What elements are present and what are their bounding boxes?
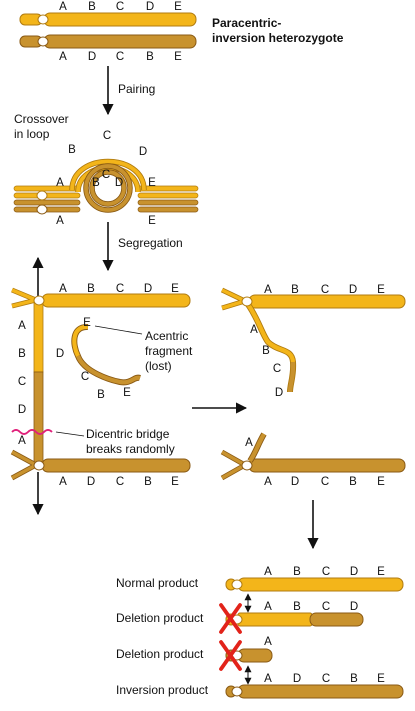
top-inv-gene-a: A [59,51,67,63]
normal-product-label: Normal product [116,576,199,590]
top-gene-d: D [146,1,154,13]
inv-gene-d: D [293,673,301,685]
del1-gene-b: B [293,601,301,613]
bridge-gene-a-lower: A [18,435,26,447]
del1-gene-a: A [264,601,272,613]
meiotic-products: Normal product A B C D E Deletion produc… [116,566,404,699]
del2-gene-a: A [264,636,272,648]
bridge-gene-b: B [18,348,26,360]
normal-gene-e: E [377,566,385,578]
bridge-label-line-1: Dicentric bridge [86,427,170,441]
acentric-gene-e-bottom: E [123,387,131,399]
acentric-gene-d: D [56,348,64,360]
loop-gene-e: E [148,177,156,189]
ana-top-gene-b: B [87,283,95,295]
acentric-leader [94,325,143,335]
heterozygote-pair: A B C D E A D C B E Paracentric- inversi… [19,1,344,63]
acentric-label-line-3: (lost) [145,359,172,373]
segregation-label: Segregation [118,236,183,250]
right-top-gene-e: E [377,284,385,296]
right-bot-gene-b: B [349,476,357,488]
top-gene-a: A [59,1,67,13]
inv-gene-b: B [350,673,358,685]
right-stub-gene-a: A [245,437,253,449]
normal-gene-d: D [350,566,358,578]
ana-bot-gene-a: A [59,476,67,488]
top-inv-gene-c: C [116,51,124,63]
top-gene-b: B [88,1,96,13]
loop-gene-c: C [103,130,111,142]
loop-gene-e-bottom: E [148,215,156,227]
inverted-chromosome [19,34,197,49]
loop-inner-gene-d: D [115,177,123,189]
right-tail-gene-a: A [250,324,258,336]
right-top-gene-a: A [264,284,272,296]
pairing-label: Pairing [118,82,155,96]
bridge-label-line-2: breaks randomly [86,442,175,456]
normal-gene-c: C [322,566,330,578]
inversion-product-label: Inversion product [116,683,209,697]
inv-gene-a: A [264,673,272,685]
top-inv-gene-e: E [174,51,182,63]
bridge-gene-d: D [18,404,26,416]
ana-top-gene-d: D [144,283,152,295]
ana-bot-gene-c: C [116,476,124,488]
loop-label-line-1: Crossover [14,112,69,126]
normal-chromosome [19,12,197,27]
ana-top-gene-e: E [171,283,179,295]
break-line [11,429,53,435]
inv-gene-e: E [377,673,385,685]
title-line-1: Paracentric- [212,16,281,30]
acentric-label-line-2: fragment [145,344,193,358]
loop-gene-d: D [139,146,147,158]
anaphase-panel: A B C D E A B C D A A D C B E E D C B E [10,256,193,516]
loop-inner-gene-c: C [102,169,110,181]
right-bot-gene-d: D [291,476,299,488]
normal-gene-a: A [264,566,272,578]
ana-top-gene-c: C [116,283,124,295]
loop-label-line-2: in loop [14,127,50,141]
acentric-gene-c: C [81,371,89,383]
loop-inner-gene-b: B [92,177,100,189]
right-bot-gene-a: A [264,476,272,488]
loop-gene-a-top: A [56,177,64,189]
ana-bot-gene-d: D [87,476,95,488]
del1-gene-d: D [350,601,358,613]
del1-gene-c: C [322,601,330,613]
cross-mark-icon [219,603,242,634]
acentric-label-line-1: Acentric [145,329,188,343]
acentric-gene-b: B [97,389,105,401]
right-bot-gene-e: E [377,476,385,488]
right-top-gene-c: C [321,284,329,296]
deletion-product-1-label: Deletion product [116,611,204,625]
acentric-fragment: E D C B E Acentric fragment (lost) [56,317,193,401]
acentric-gene-e-top: E [83,317,91,329]
ana-bot-gene-b: B [144,476,152,488]
loop-gene-a-bottom: A [56,215,64,227]
cross-mark-icon [219,640,242,671]
top-gene-e: E [174,1,182,13]
bridge-gene-a: A [18,320,26,332]
crossover-loop: Crossover in loop A B C D E B C D A E [13,112,199,227]
loop-gene-b: B [68,144,76,156]
inv-gene-c: C [322,673,330,685]
top-inv-gene-d: D [88,51,96,63]
right-tail-gene-b: B [262,345,270,357]
top-inv-gene-b: B [146,51,154,63]
bridge-leader [55,431,85,437]
top-gene-c: C [116,1,124,13]
bridge-gene-c: C [18,376,26,388]
right-top-gene-d: D [349,284,357,296]
normal-gene-b: B [293,566,301,578]
ana-bot-gene-e: E [171,476,179,488]
right-top-gene-b: B [291,284,299,296]
broken-products-panel: A B C D E A B C D A A D C B E [220,284,406,488]
ana-top-gene-a: A [59,283,67,295]
title-line-2: inversion heterozygote [212,31,344,45]
deletion-product-2-label: Deletion product [116,647,204,661]
right-bot-gene-c: C [321,476,329,488]
right-tail-gene-d: D [275,387,283,399]
right-tail-gene-c: C [273,363,281,375]
